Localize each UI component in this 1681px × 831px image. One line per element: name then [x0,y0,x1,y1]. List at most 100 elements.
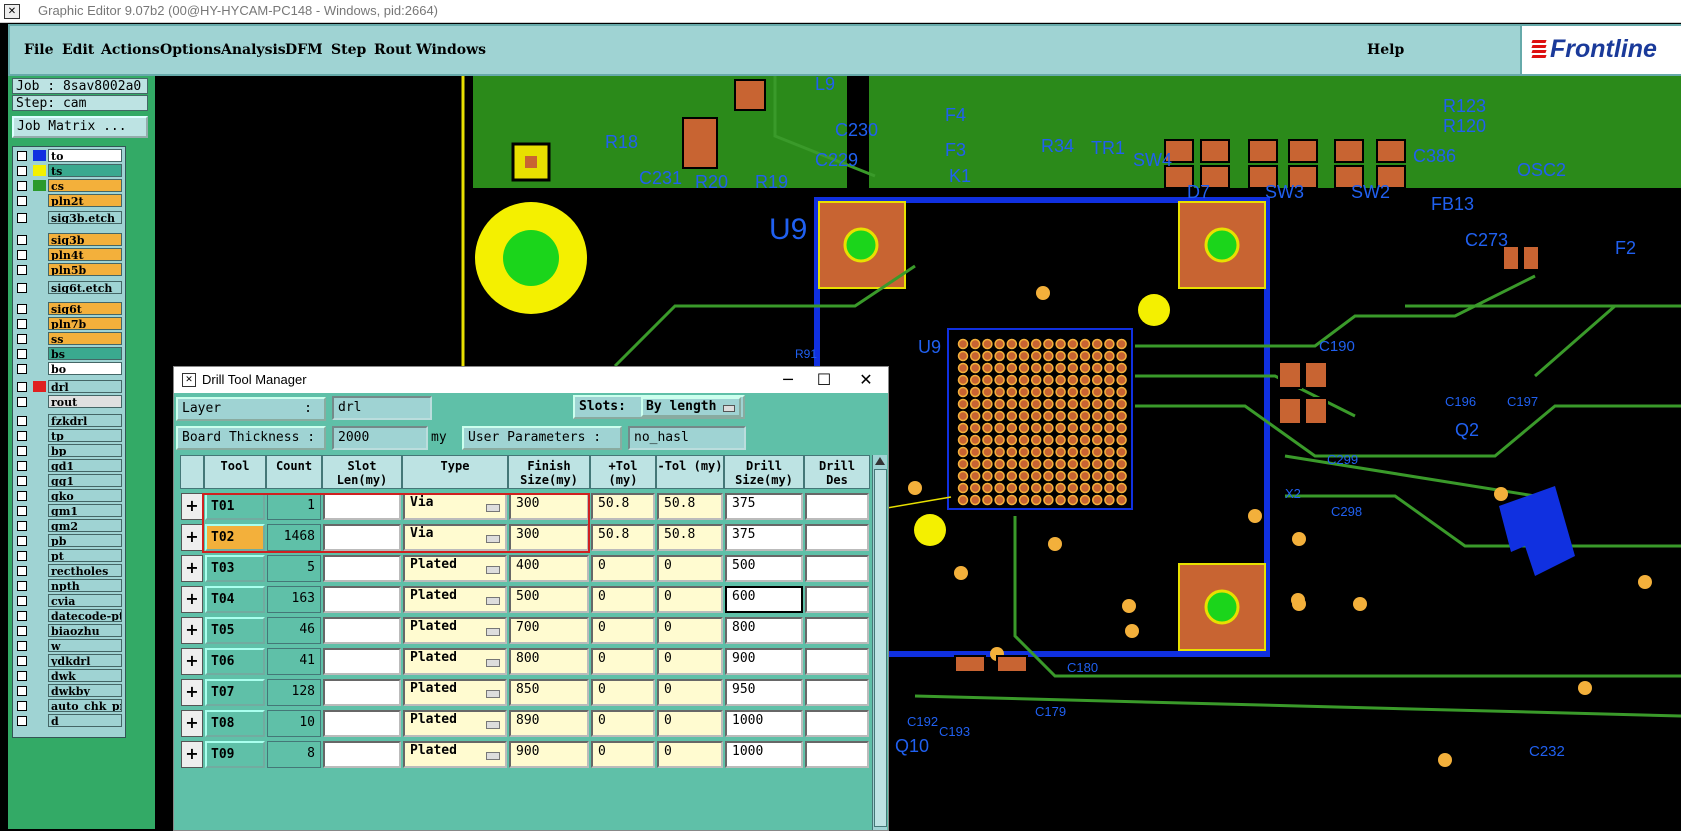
layer-name[interactable]: ydkdrl [48,654,122,667]
layer-row[interactable]: pln2t [15,194,123,207]
layer-checkbox[interactable] [17,334,27,344]
layer-name[interactable]: bs [48,347,122,360]
plus-tol-input[interactable]: 0 [591,586,655,613]
layer-checkbox[interactable] [17,656,27,666]
tool-id[interactable]: T07 [205,679,265,706]
layer-color-swatch[interactable] [33,655,46,666]
layer-name[interactable]: fzkdrl [48,414,122,427]
layer-row[interactable]: to [15,149,123,162]
plus-tol-input[interactable]: 0 [591,555,655,582]
drill-des-input[interactable] [805,586,869,613]
layer-color-swatch[interactable] [33,165,46,176]
minus-tol-input[interactable]: 50.8 [657,493,723,520]
drill-des-input[interactable] [805,555,869,582]
layer-color-swatch[interactable] [33,363,46,374]
layer-row[interactable]: dwkby [15,684,123,697]
layer-name[interactable]: gg1 [48,474,122,487]
layer-input[interactable]: drl [332,396,432,420]
layer-color-swatch[interactable] [33,445,46,456]
drill-des-input[interactable] [805,648,869,675]
layer-checkbox[interactable] [17,397,27,407]
drill-size-input[interactable]: 500 [725,555,803,582]
layer-color-swatch[interactable] [33,381,46,392]
layer-row[interactable]: pln7b [15,317,123,330]
layer-row[interactable]: drl [15,380,123,393]
layer-row[interactable]: ss [15,332,123,345]
layer-name[interactable]: biaozhu [48,624,122,637]
drill-size-input[interactable]: 1000 [725,710,803,737]
layer-checkbox[interactable] [17,521,27,531]
minimize-icon[interactable]: ─ [783,370,793,389]
layer-color-swatch[interactable] [33,234,46,245]
layer-color-swatch[interactable] [33,625,46,636]
layer-checkbox[interactable] [17,431,27,441]
menu-analysis[interactable]: Analysis [221,42,286,58]
menu-windows[interactable]: Windows [416,42,487,58]
drill-size-input[interactable]: 375 [725,493,803,520]
layer-color-swatch[interactable] [33,580,46,591]
user-parameters-input[interactable]: no_hasl [628,426,746,450]
layer-name[interactable]: sig3b.etch [48,211,122,224]
layer-color-swatch[interactable] [33,150,46,161]
layer-name[interactable]: sig6t [48,302,122,315]
layer-name[interactable]: sig3b [48,233,122,246]
layer-color-swatch[interactable] [33,610,46,621]
finish-size-input[interactable]: 700 [509,617,589,644]
slot-length-input[interactable] [323,741,401,768]
expand-row-icon[interactable]: + [181,524,203,551]
tool-id[interactable]: T04 [205,586,265,613]
plus-tol-input[interactable]: 0 [591,741,655,768]
slot-length-input[interactable] [323,555,401,582]
layer-checkbox[interactable] [17,671,27,681]
layer-color-swatch[interactable] [33,249,46,260]
layer-checkbox[interactable] [17,566,27,576]
expand-row-icon[interactable]: + [181,617,203,644]
drill-des-input[interactable] [805,493,869,520]
layer-row[interactable]: bp [15,444,123,457]
layer-color-swatch[interactable] [33,475,46,486]
slot-length-input[interactable] [323,710,401,737]
slot-length-input[interactable] [323,617,401,644]
layer-name[interactable]: rout [48,395,122,408]
finish-size-input[interactable]: 850 [509,679,589,706]
layer-checkbox[interactable] [17,382,27,392]
layer-row[interactable]: datecode-pt [15,609,123,622]
layer-row[interactable]: biaozhu [15,624,123,637]
user-parameters-button[interactable]: User Parameters : [462,426,622,450]
slot-length-input[interactable] [323,524,401,551]
layer-checkbox[interactable] [17,596,27,606]
plus-tol-input[interactable]: 50.8 [591,493,655,520]
layer-checkbox[interactable] [17,491,27,501]
layer-color-swatch[interactable] [33,520,46,531]
layer-checkbox[interactable] [17,196,27,206]
layer-name[interactable]: ts [48,164,122,177]
layer-name[interactable]: gm1 [48,504,122,517]
tool-id[interactable]: T09 [205,741,265,768]
scroll-up-icon[interactable] [875,457,885,465]
layer-row[interactable]: npth [15,579,123,592]
type-dropdown[interactable]: Plated [403,586,507,613]
minus-tol-input[interactable]: 0 [657,710,723,737]
layer-row[interactable]: rectholes [15,564,123,577]
tool-id[interactable]: T03 [205,555,265,582]
layer-name[interactable]: pln4t [48,248,122,261]
expand-row-icon[interactable]: + [181,493,203,520]
layer-color-swatch[interactable] [33,460,46,471]
finish-size-input[interactable]: 500 [509,586,589,613]
layer-color-swatch[interactable] [33,700,46,711]
menu-help[interactable]: Help [1367,42,1405,58]
layer-checkbox[interactable] [17,686,27,696]
minus-tol-input[interactable]: 50.8 [657,524,723,551]
layer-checkbox[interactable] [17,446,27,456]
layer-row[interactable]: sig3b.etch [15,211,123,224]
layer-name[interactable]: to [48,149,122,162]
layer-checkbox[interactable] [17,319,27,329]
drill-size-input[interactable]: 1000 [725,741,803,768]
type-dropdown[interactable]: Plated [403,741,507,768]
minus-tol-input[interactable]: 0 [657,648,723,675]
layer-name[interactable]: pb [48,534,122,547]
drill-des-input[interactable] [805,617,869,644]
layer-checkbox[interactable] [17,506,27,516]
layer-name[interactable]: datecode-pt [48,609,122,622]
layer-checkbox[interactable] [17,213,27,223]
